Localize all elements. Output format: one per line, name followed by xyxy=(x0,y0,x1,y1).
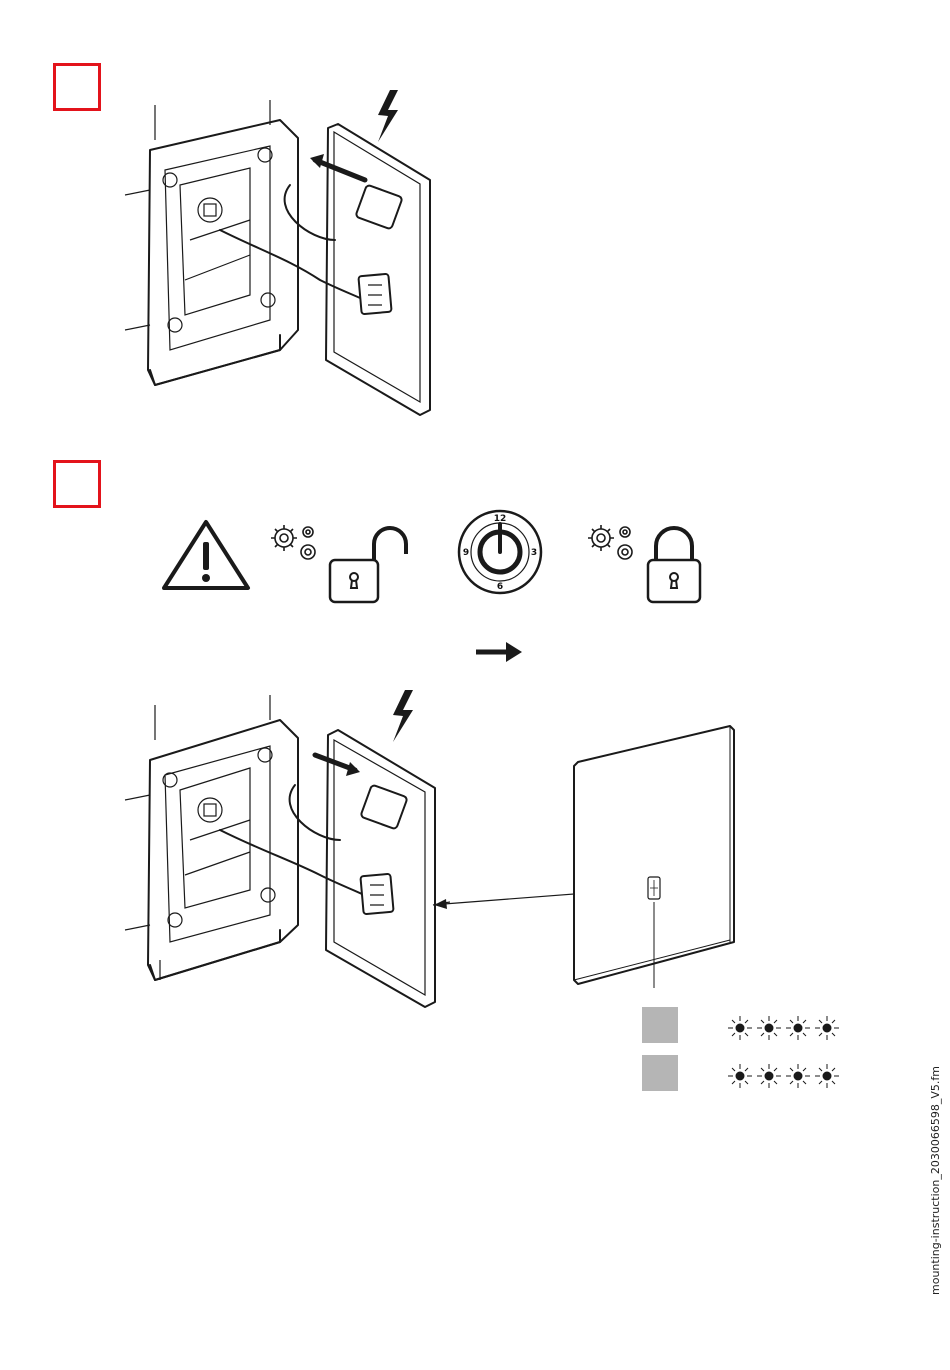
led-state-swatch-1 xyxy=(642,1007,678,1043)
step-2-marker xyxy=(53,460,101,508)
led-blink-icon xyxy=(786,1016,810,1040)
lightning-icon xyxy=(378,90,398,142)
led-blink-icon xyxy=(757,1016,781,1040)
dial-number-12: 12 xyxy=(494,514,507,524)
led-blink-icon xyxy=(728,1016,752,1040)
led-blink-icon xyxy=(728,1064,752,1088)
led-blink-icon xyxy=(815,1064,839,1088)
led-blink-row-2 xyxy=(726,1061,842,1091)
document-filename: mounting-instruction_2030066598_V5.fm xyxy=(929,1066,942,1295)
dial-number-6: 6 xyxy=(497,582,503,592)
clock-dial-icon: 12 3 6 9 xyxy=(456,508,544,596)
led-blink-icon xyxy=(757,1064,781,1088)
gears-icon xyxy=(268,522,324,562)
led-state-swatch-2 xyxy=(642,1055,678,1091)
step-1-marker xyxy=(53,63,101,111)
cover-panel xyxy=(570,722,738,988)
dial-number-3: 3 xyxy=(531,548,537,558)
unlocked-padlock-icon xyxy=(326,524,412,606)
led-blink-icon xyxy=(815,1016,839,1040)
led-blink-row-1 xyxy=(726,1013,842,1043)
led-blink-icon xyxy=(786,1064,810,1088)
locked-padlock-icon xyxy=(644,524,704,606)
gears-icon xyxy=(585,522,641,562)
warning-icon xyxy=(160,518,252,592)
step-1-illustration xyxy=(120,80,450,420)
arrow-right-icon xyxy=(474,640,524,664)
dial-number-9: 9 xyxy=(463,548,469,558)
step-2-illustration xyxy=(120,680,450,1010)
